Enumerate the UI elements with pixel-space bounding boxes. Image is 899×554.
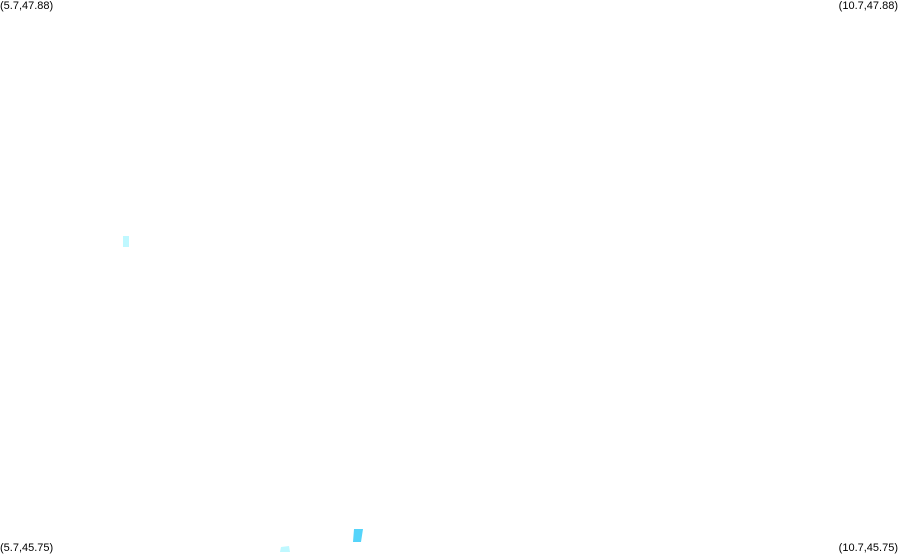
- map-feature-small-lake: [123, 236, 129, 247]
- corner-coordinate-bottom-right: (10.7,45.75): [838, 542, 898, 554]
- corner-coordinate-top-right: (10.7,47.88): [838, 0, 898, 12]
- corner-coordinate-top-left: (5.7,47.88): [0, 0, 54, 12]
- map-feature-lake-south: [353, 529, 363, 542]
- corner-coordinate-bottom-left: (5.7,45.75): [0, 542, 54, 554]
- map-feature-lake-edge: [280, 546, 290, 552]
